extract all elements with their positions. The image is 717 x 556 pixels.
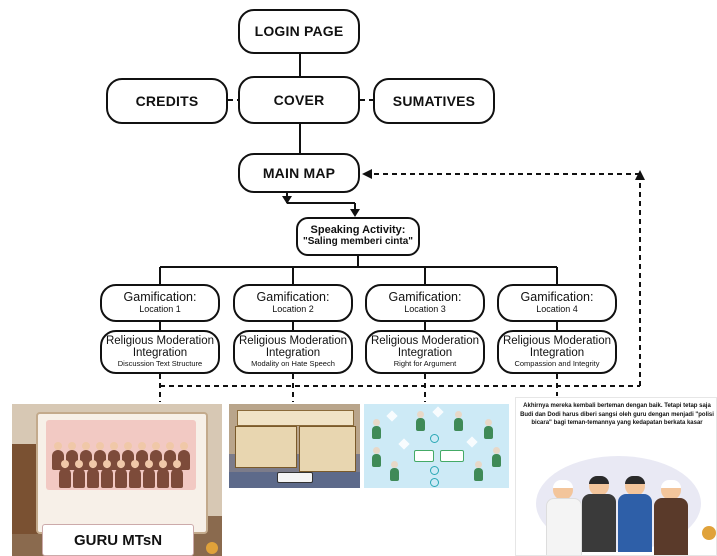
location-2-screenshot xyxy=(229,404,360,488)
gamification-title: Gamification: xyxy=(123,290,197,305)
cover-node[interactable]: COVER xyxy=(238,76,360,124)
cover-label: COVER xyxy=(273,91,325,108)
religious-title-line2: Integration xyxy=(265,346,321,359)
speaking-activity-title: Speaking Activity: xyxy=(310,224,406,237)
student-figure xyxy=(87,460,99,488)
religious-node-4[interactable]: Religious Moderation Integration Compass… xyxy=(497,330,617,374)
religious-title: Religious Moderation xyxy=(370,335,480,348)
gamification-location: Location 2 xyxy=(272,304,314,315)
circle-marker xyxy=(430,478,439,487)
religious-title-line2: Integration xyxy=(132,346,188,359)
character-figure xyxy=(372,447,381,467)
religious-topic: Modality on Hate Speech xyxy=(251,359,335,369)
login-page-node[interactable]: LOGIN PAGE xyxy=(238,9,360,54)
gamification-title: Gamification: xyxy=(256,290,330,305)
religious-node-3[interactable]: Religious Moderation Integration Right f… xyxy=(365,330,485,374)
text-paper-left xyxy=(235,426,297,468)
main-map-label: MAIN MAP xyxy=(262,164,336,181)
text-paper-right xyxy=(299,426,356,472)
student-figure xyxy=(157,460,169,488)
submit-button xyxy=(277,472,313,483)
sumatives-node[interactable]: SUMATIVES xyxy=(373,78,495,124)
speaking-activity-node[interactable]: Speaking Activity: "Saling memberi cinta… xyxy=(296,217,420,256)
speaking-activity-subtitle: "Saling memberi cinta" xyxy=(302,236,414,248)
location-1-screenshot: GURU MTsN xyxy=(12,404,222,556)
religious-title: Religious Moderation xyxy=(238,335,348,348)
character-figure xyxy=(484,419,493,439)
religious-title-line2: Integration xyxy=(529,346,585,359)
credits-label: CREDITS xyxy=(135,92,199,109)
gamification-node-2[interactable]: Gamification: Location 2 xyxy=(233,284,353,322)
sumatives-label: SUMATIVES xyxy=(392,92,476,109)
religious-topic: Right for Argument xyxy=(393,359,457,369)
character-figure xyxy=(454,411,463,431)
guru-mtsn-label: GURU MTsN xyxy=(42,524,194,556)
gamification-title: Gamification: xyxy=(520,290,594,305)
arrowhead-up xyxy=(635,170,645,180)
arrowhead-left xyxy=(362,169,372,179)
coin-icon xyxy=(206,542,218,554)
title-paper xyxy=(237,410,354,426)
shelf xyxy=(12,444,38,534)
religious-title-line2: Integration xyxy=(397,346,453,359)
paper-plane-icon xyxy=(398,438,410,450)
character-figure xyxy=(390,461,399,481)
arrowhead-down xyxy=(282,196,292,204)
location-3-screenshot xyxy=(364,404,509,488)
main-map-node[interactable]: MAIN MAP xyxy=(238,153,360,193)
student-figure xyxy=(73,460,85,488)
paper-plane-icon xyxy=(466,436,478,448)
location-4-screenshot: Akhirnya mereka kembali berteman dengan … xyxy=(515,397,717,556)
story-text: Akhirnya mereka kembali berteman dengan … xyxy=(520,403,714,427)
student-figure xyxy=(101,460,113,488)
character-figure xyxy=(492,447,501,467)
circle-marker xyxy=(430,434,439,443)
paper-plane-icon xyxy=(432,406,444,418)
gamification-node-4[interactable]: Gamification: Location 4 xyxy=(497,284,617,322)
gamification-title: Gamification: xyxy=(388,290,462,305)
answer-card xyxy=(440,450,464,462)
religious-title: Religious Moderation xyxy=(502,335,612,348)
paper-plane-icon xyxy=(386,410,398,422)
religious-title: Religious Moderation xyxy=(105,335,215,348)
coin-icon xyxy=(702,526,716,540)
gamification-location: Location 1 xyxy=(139,304,181,315)
student-figure xyxy=(171,460,183,488)
gamification-node-1[interactable]: Gamification: Location 1 xyxy=(100,284,220,322)
religious-topic: Discussion Text Structure xyxy=(117,359,203,369)
character-figure xyxy=(416,411,425,431)
gamification-location: Location 4 xyxy=(536,304,578,315)
religious-node-2[interactable]: Religious Moderation Integration Modalit… xyxy=(233,330,353,374)
gamification-node-3[interactable]: Gamification: Location 3 xyxy=(365,284,485,322)
arrowhead-speaking xyxy=(350,209,360,217)
gamification-location: Location 3 xyxy=(404,304,446,315)
student-figure xyxy=(178,442,190,470)
student-figure xyxy=(115,460,127,488)
login-page-label: LOGIN PAGE xyxy=(254,23,344,40)
religious-node-1[interactable]: Religious Moderation Integration Discuss… xyxy=(100,330,220,374)
religious-topic: Compassion and Integrity xyxy=(514,359,600,369)
student-figure xyxy=(59,460,71,488)
student-figure xyxy=(143,460,155,488)
student-figure xyxy=(129,460,141,488)
circle-marker xyxy=(430,466,439,475)
character-figure xyxy=(474,461,483,481)
answer-card xyxy=(414,450,434,462)
class-photo xyxy=(46,420,196,490)
character-figure xyxy=(372,419,381,439)
credits-node[interactable]: CREDITS xyxy=(106,78,228,124)
class-photo-board xyxy=(36,412,208,534)
